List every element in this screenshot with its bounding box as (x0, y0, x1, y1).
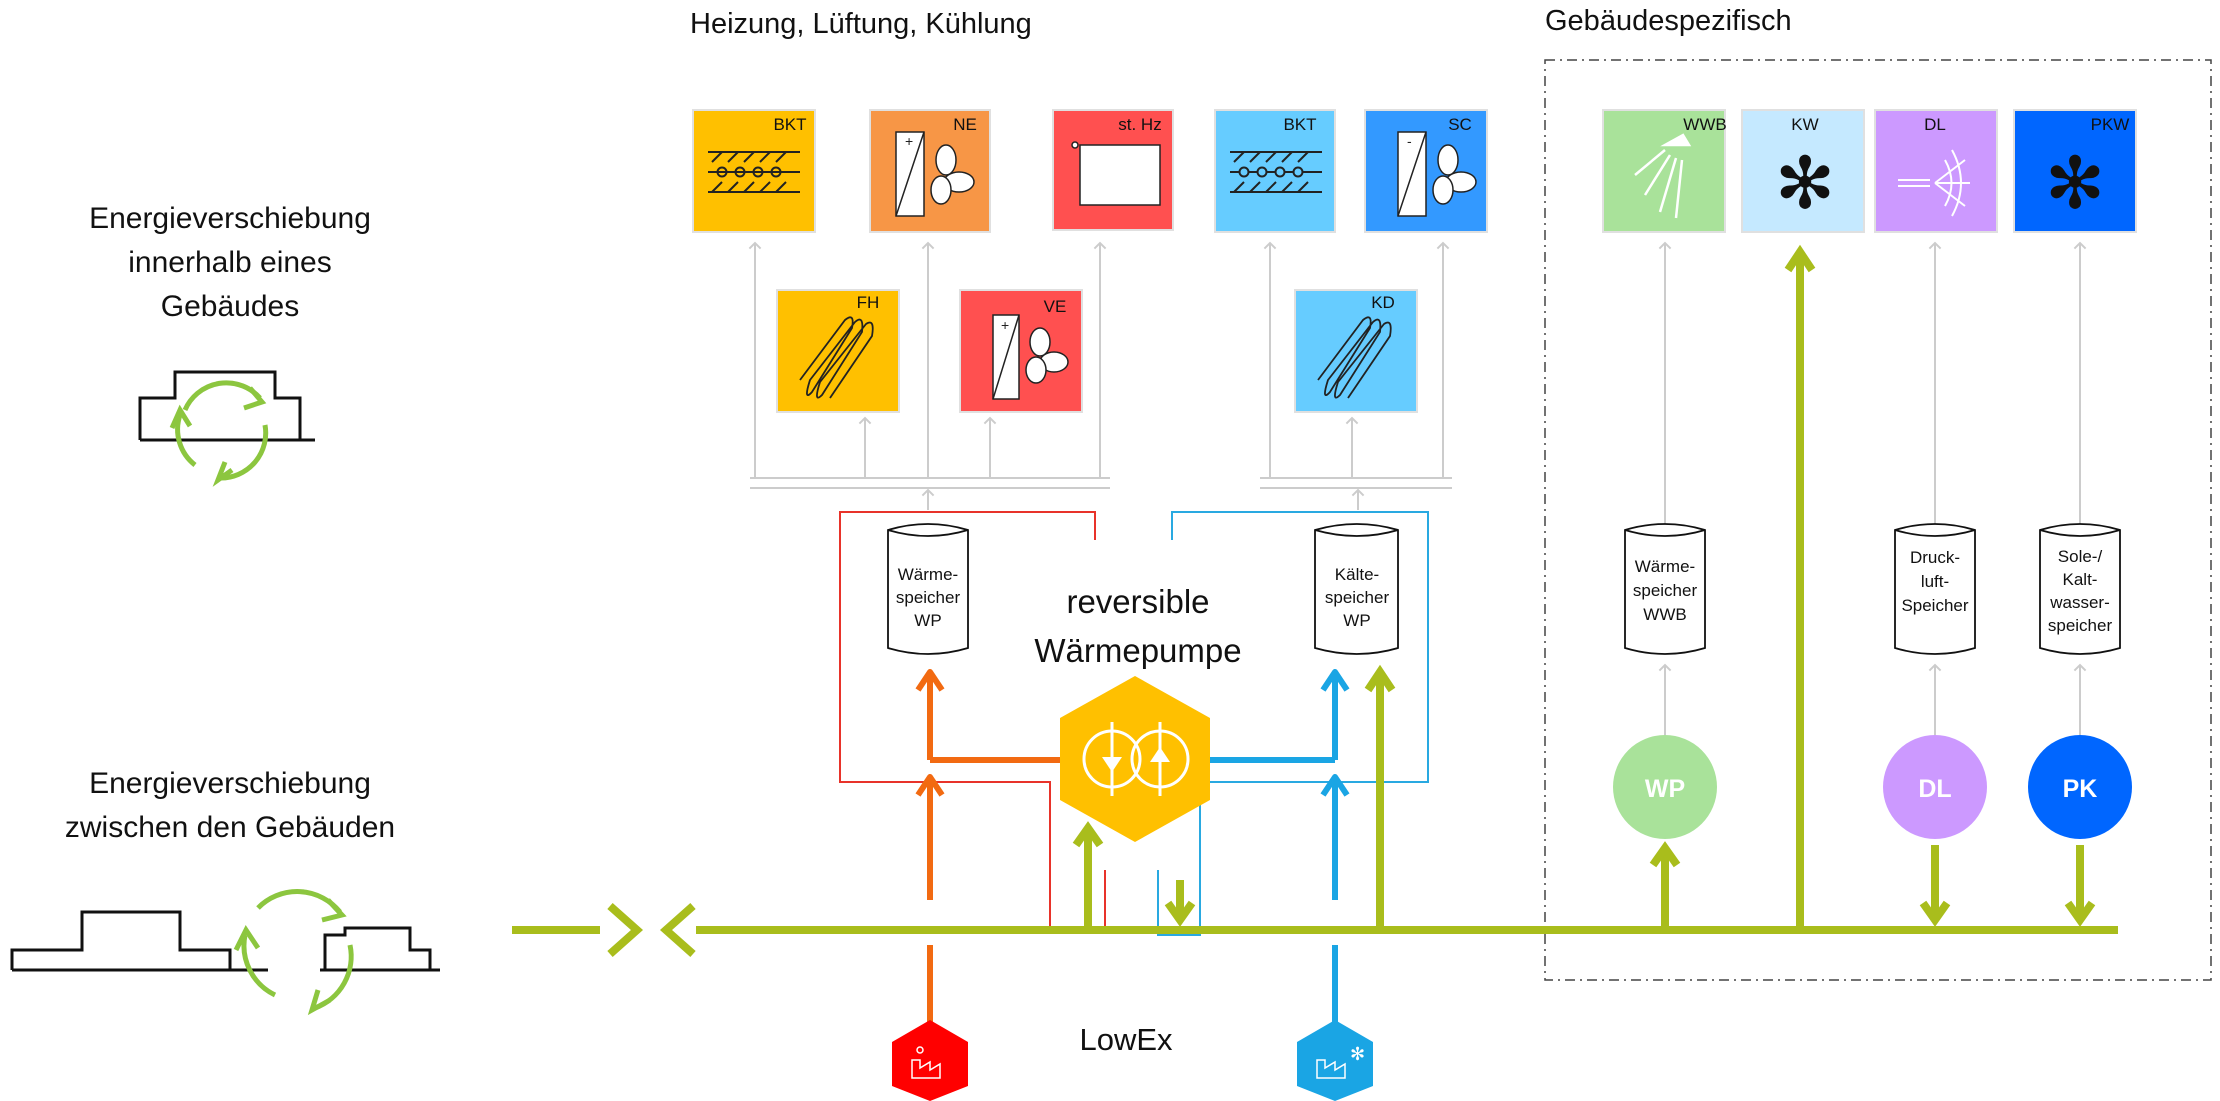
heat-flow-lines (915, 669, 1060, 1035)
svg-text:+: + (905, 133, 913, 149)
box-sc: SC - (1364, 109, 1488, 233)
radiator-icon (1071, 141, 1161, 206)
heading-hvac: Heizung, Lüftung, Kühlung (690, 8, 1032, 40)
svg-text:VE: VE (1044, 297, 1067, 316)
svg-text:WWB: WWB (1683, 115, 1726, 134)
heat-source-factory-icon (892, 1020, 968, 1101)
tank-cold-storage: Kälte- speicher WP (1314, 523, 1399, 655)
svg-text:Kalt-: Kalt- (2063, 570, 2098, 589)
svg-text:WP: WP (1645, 775, 1685, 803)
shower-icon (1634, 133, 1692, 219)
slab-heating-icon (708, 151, 800, 193)
svg-text:speicher: speicher (1633, 581, 1698, 600)
svg-text:FH: FH (857, 293, 880, 312)
buildings-recycle-icon (10, 889, 440, 1016)
box-dl: DL (1874, 109, 1998, 233)
tank-wwb-storage: Wärme- speicher WWB (1624, 523, 1706, 655)
snowflake-icon: ✻ (2045, 144, 2105, 224)
svg-text:DL: DL (1924, 115, 1946, 134)
circle-compressor-dl: DL (1883, 735, 1987, 839)
box-kw: KW ✻ (1741, 109, 1865, 233)
lowex-label: LowEx (1079, 1022, 1173, 1057)
svg-text:PK: PK (2063, 775, 2098, 803)
svg-text:wasser-: wasser- (2049, 593, 2110, 612)
svg-text:KD: KD (1371, 293, 1395, 312)
box-bkt-cooling: BKT (1214, 109, 1336, 233)
svg-text:DL: DL (1918, 775, 1951, 803)
circle-heat-pump-wp: WP (1613, 735, 1717, 839)
svg-text:✻: ✻ (1350, 1044, 1365, 1064)
cold-storage-loop (1157, 511, 1429, 936)
box-ve: VE + (959, 289, 1083, 413)
box-fh: FH (776, 289, 900, 413)
svg-text:Wärme-: Wärme- (1635, 557, 1695, 576)
svg-text:BKT: BKT (773, 115, 806, 134)
building-specific-frame (1544, 59, 2212, 981)
svg-text:+: + (1001, 317, 1009, 333)
lowex-network (512, 244, 2118, 957)
svg-text:zwischen den Gebäuden: zwischen den Gebäuden (65, 811, 395, 844)
svg-text:Kälte-: Kälte- (1335, 565, 1379, 584)
box-pkw: PKW ✻ (2013, 109, 2137, 233)
svg-text:Energieverschiebung: Energieverschiebung (89, 202, 371, 235)
fan-coil-cooling-icon: - (1397, 131, 1477, 217)
label-within-building: Energieverschiebung innerhalb eines Gebä… (89, 202, 371, 323)
svg-text:Gebäudes: Gebäudes (161, 290, 299, 323)
ventilation-unit-icon: + (992, 314, 1069, 400)
box-ne: NE + (869, 109, 991, 233)
svg-text:Wärme-: Wärme- (898, 565, 958, 584)
svg-text:speicher: speicher (1325, 588, 1390, 607)
snowflake-icon: ✻ (1775, 144, 1835, 224)
tank-heat-storage: Wärme- speicher WP (887, 523, 969, 655)
svg-text:WWB: WWB (1643, 605, 1686, 624)
svg-text:BKT: BKT (1283, 115, 1316, 134)
svg-text:SC: SC (1448, 115, 1472, 134)
slab-cooling-icon (1230, 151, 1322, 193)
floor-heating-icon (799, 316, 874, 399)
svg-text:luft-: luft- (1921, 572, 1949, 591)
cold-flow-lines (1210, 669, 1350, 1035)
svg-text:Energieverschiebung: Energieverschiebung (89, 767, 371, 800)
svg-text:st. Hz: st. Hz (1118, 115, 1161, 134)
specific-gray-arrows (1658, 241, 2087, 755)
reversible-heat-pump-hexagon (1060, 676, 1210, 842)
cold-distribution-lines (1260, 241, 1452, 510)
building-recycle-icon (138, 370, 315, 487)
cold-source-factory-icon: ✻ (1297, 1020, 1373, 1101)
circle-chiller-pk: PK (2028, 735, 2132, 839)
svg-text:WP: WP (1343, 611, 1370, 630)
svg-text:Speicher: Speicher (1901, 596, 1968, 615)
compressed-air-nozzle-icon (1898, 149, 1970, 217)
svg-text:Sole-/: Sole-/ (2058, 547, 2103, 566)
heat-distribution-lines (748, 241, 1110, 510)
heading-building-specific: Gebäudespezifisch (1545, 5, 1792, 37)
fan-coil-icon: + (895, 131, 975, 217)
tank-compressed-air-storage: Druck- luft- Speicher (1894, 523, 1976, 655)
svg-text:NE: NE (953, 115, 977, 134)
svg-text:Wärmepumpe: Wärmepumpe (1034, 632, 1241, 669)
label-between-buildings: Energieverschiebung zwischen den Gebäude… (65, 767, 395, 844)
box-static-heating: st. Hz (1052, 109, 1174, 231)
svg-text:Druck-: Druck- (1910, 548, 1960, 567)
tank-brine-storage: Sole-/ Kalt- wasser- speicher (2039, 523, 2121, 655)
svg-text:innerhalb eines: innerhalb eines (128, 246, 331, 279)
svg-text:WP: WP (914, 611, 941, 630)
svg-text:KW: KW (1791, 115, 1818, 134)
svg-text:reversible: reversible (1066, 583, 1209, 620)
svg-text:PKW: PKW (2091, 115, 2130, 134)
heat-pump-label: reversible Wärmepumpe (1034, 583, 1241, 669)
svg-text:speicher: speicher (2048, 616, 2113, 635)
svg-text:speicher: speicher (896, 588, 961, 607)
box-bkt-heating: BKT (692, 109, 816, 233)
svg-text:-: - (1407, 133, 1412, 149)
box-kd: KD (1294, 289, 1418, 413)
box-wwb: WWB (1602, 109, 1727, 233)
ceiling-cooling-icon (1317, 316, 1392, 399)
